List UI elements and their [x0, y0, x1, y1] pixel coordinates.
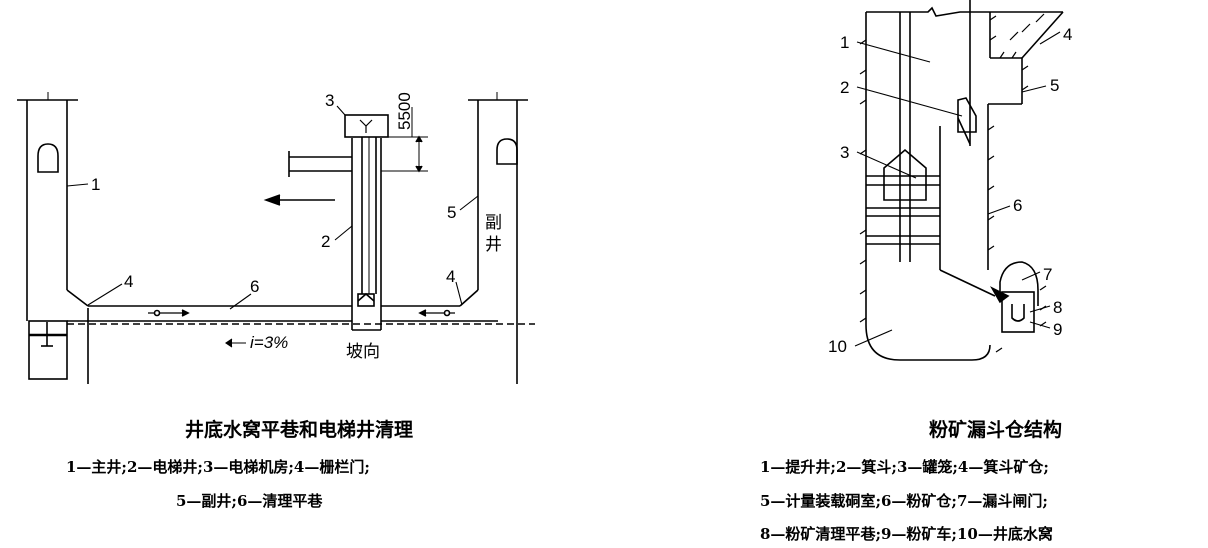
- label-r8: 8: [1053, 298, 1062, 317]
- cleaning-drift: [67, 305, 535, 384]
- label-6: 6: [250, 277, 259, 296]
- label-r9: 9: [1053, 320, 1062, 339]
- label-r1: 1: [840, 33, 849, 52]
- right-legend-line-3: 8—粉矿清理平巷;9—粉矿车;10—井底水窝: [760, 525, 1053, 543]
- label-4a: 4: [124, 272, 133, 291]
- cage: [866, 148, 940, 245]
- hoist-shaft-lines: [899, 0, 996, 297]
- label-r4: 4: [1063, 25, 1072, 44]
- label-jing: 井: [485, 235, 502, 254]
- label-1: 1: [91, 175, 100, 194]
- left-diagram: [17, 92, 535, 384]
- right-figure-title: 粉矿漏斗仓结构: [929, 419, 1063, 441]
- label-4b: 4: [446, 267, 455, 286]
- label-5: 5: [447, 203, 456, 222]
- elevator-shaft: [263, 107, 428, 331]
- right-diagram: [854, 0, 1064, 361]
- left-legend-line-1: 1—主井;2—电梯井;3—电梯机房;4—栅栏门;: [66, 458, 370, 476]
- label-r7: 7: [1043, 265, 1052, 284]
- right-leader-lines: [854, 31, 1061, 347]
- main-shaft: [17, 92, 89, 380]
- dimension-5500: 5500: [395, 92, 414, 130]
- label-r6: 6: [1013, 196, 1022, 215]
- right-hatching: [859, 13, 1047, 353]
- auxiliary-shaft: [459, 92, 528, 384]
- right-legend-line-2: 5—计量装载硐室;6—粉矿仓;7—漏斗闸门;: [760, 492, 1048, 510]
- left-legend-line-2: 5—副井;6—清理平巷: [176, 492, 323, 510]
- left-leader-lines: [66, 105, 479, 348]
- label-3: 3: [325, 91, 334, 110]
- right-legend-line-1: 1—提升井;2—箕斗;3—罐笼;4—箕斗矿仓;: [760, 458, 1049, 476]
- label-fu: 副: [485, 213, 502, 232]
- label-2: 2: [321, 232, 330, 251]
- left-figure-title: 井底水窝平巷和电梯井清理: [185, 419, 414, 441]
- label-r5: 5: [1050, 76, 1059, 95]
- label-slope: 坡向: [346, 342, 380, 361]
- label-r10: 10: [828, 337, 847, 356]
- label-r2: 2: [840, 78, 849, 97]
- bin-outline: [865, 6, 1064, 361]
- label-r3: 3: [840, 143, 849, 162]
- label-gradient: i=3%: [250, 333, 288, 352]
- funnel-gate: [989, 261, 1039, 333]
- skip: [957, 97, 977, 145]
